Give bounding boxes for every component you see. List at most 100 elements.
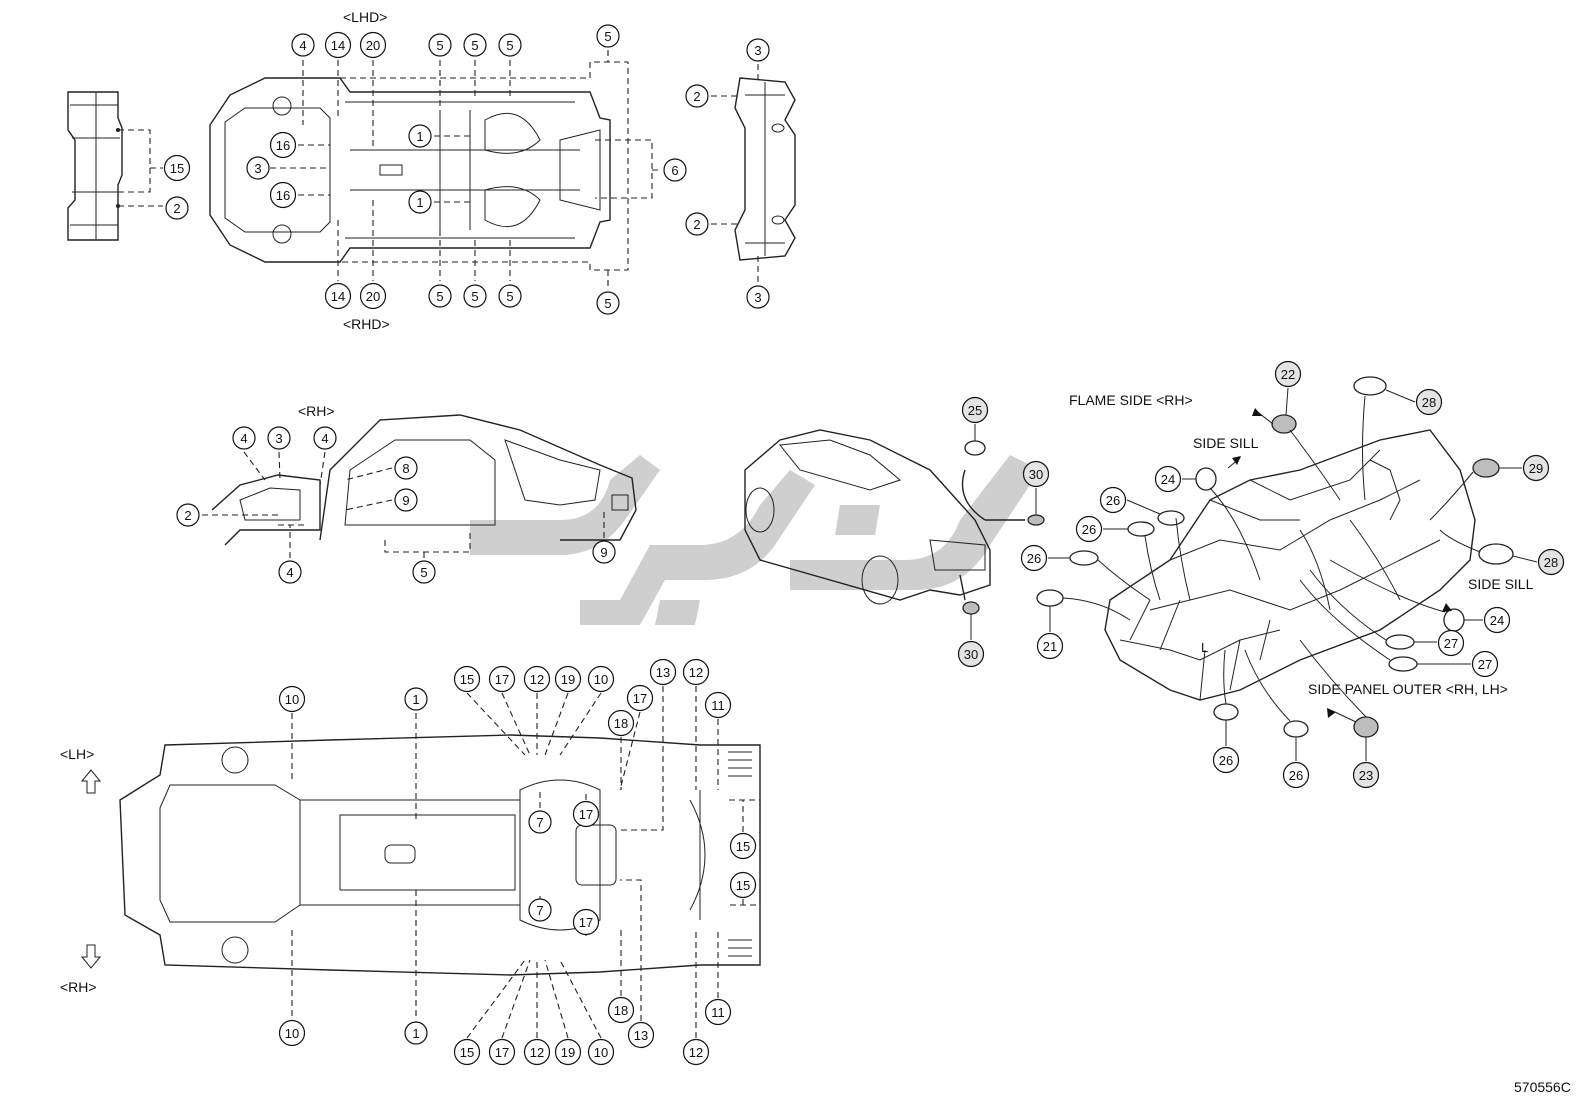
drawing-code: 570556C [1514, 1079, 1571, 1095]
marker-number: 3 [754, 290, 761, 305]
marker-circle [453, 1038, 481, 1066]
marker-circle [596, 291, 620, 315]
callout-side-sill-upper: SIDE SILL [1193, 435, 1259, 451]
marker-number: 18 [614, 1003, 628, 1018]
marker-circle [1036, 632, 1064, 660]
marker-number: 1 [416, 129, 423, 144]
part-marker-19: 19 [554, 1038, 582, 1066]
plug-24-upper [1195, 467, 1217, 491]
plug-28-lower [1478, 543, 1514, 565]
part-marker-20: 20 [359, 31, 387, 59]
plug-28-upper [1353, 376, 1387, 396]
marker-number: 10 [285, 692, 299, 707]
part-marker-5: 5 [428, 284, 452, 308]
plug-26-c [1069, 550, 1099, 566]
part-marker-3: 3 [746, 285, 770, 309]
marker-number: 22 [1281, 367, 1295, 382]
marker-number: 10 [594, 672, 608, 687]
part-marker-10: 10 [278, 1019, 306, 1047]
part-marker-5: 5 [596, 291, 620, 315]
label-rh-side: <RH> [298, 403, 335, 419]
marker-number: 23 [1359, 768, 1373, 783]
marker-number: 6 [671, 163, 678, 178]
marker-number: 5 [506, 289, 513, 304]
part-marker-17: 17 [488, 1038, 516, 1066]
marker-number: 30 [964, 647, 978, 662]
callout-side-sill-lower: SIDE SILL [1468, 576, 1534, 592]
marker-number: 5 [604, 29, 611, 44]
plug-30-upper [1027, 514, 1045, 526]
marker-number: 25 [968, 403, 982, 418]
plug-24-lower [1443, 608, 1465, 632]
part-marker-26: 26 [1020, 544, 1048, 572]
marker-circle [428, 284, 452, 308]
marker-circle [682, 1038, 710, 1066]
marker-circle [663, 158, 687, 182]
marker-number: 1 [416, 195, 423, 210]
marker-number: 26 [1106, 493, 1120, 508]
part-marker-29: 29 [1522, 454, 1550, 482]
part-marker-23: 23 [1352, 761, 1380, 789]
marker-number: 12 [530, 672, 544, 687]
part-marker-1: 1 [408, 190, 432, 214]
marker-number: 13 [656, 665, 670, 680]
marker-circle [957, 640, 985, 668]
marker-number: 12 [689, 1045, 703, 1060]
marker-circle [587, 1038, 615, 1066]
marker-number: 11 [711, 698, 725, 713]
part-marker-5: 5 [428, 33, 452, 57]
marker-circle [528, 898, 552, 922]
part-marker-5: 5 [498, 284, 522, 308]
marker-number: 26 [1082, 522, 1096, 537]
part-marker-2: 2 [176, 503, 200, 527]
callout-flame-side-rh: FLAME SIDE <RH> [1069, 392, 1193, 408]
marker-number: 2 [184, 508, 191, 523]
marker-circle [587, 665, 615, 693]
part-marker-4: 4 [232, 426, 256, 450]
marker-circle [498, 33, 522, 57]
marker-circle [1471, 650, 1499, 678]
marker-circle [729, 871, 757, 899]
marker-number: 5 [506, 38, 513, 53]
part-marker-10: 10 [587, 665, 615, 693]
part-marker-24: 24 [1154, 465, 1182, 493]
marker-circle [428, 33, 452, 57]
marker-number: 28 [1422, 395, 1436, 410]
marker-circle [165, 196, 189, 220]
marker-circle [488, 665, 516, 693]
part-marker-22: 22 [1274, 360, 1302, 388]
marker-number: 12 [530, 1045, 544, 1060]
body-shell-3d [1104, 429, 1476, 701]
marker-circle [523, 665, 551, 693]
text-labels: <LHD> <RHD> <RH> <LH> <RH> FLAME SIDE <R… [60, 9, 1571, 1095]
part-marker-10: 10 [587, 1038, 615, 1066]
plug-26-e [1283, 720, 1309, 738]
part-marker-5: 5 [596, 24, 620, 48]
part-marker-7: 7 [528, 810, 552, 834]
part-marker-28: 28 [1415, 388, 1443, 416]
plug-27-a [1385, 634, 1415, 650]
marker-circle [1437, 629, 1465, 657]
marker-circle [1274, 360, 1302, 388]
marker-number: 15 [736, 839, 750, 854]
part-marker-10: 10 [278, 685, 306, 713]
callout-l-mark: L [1201, 640, 1208, 655]
marker-circle [394, 456, 418, 480]
part-marker-28: 28 [1537, 548, 1565, 576]
marker-circle [554, 665, 582, 693]
marker-number: 4 [299, 38, 306, 53]
part-marker-13: 13 [627, 1021, 655, 1049]
marker-circle [463, 33, 487, 57]
marker-circle [488, 1038, 516, 1066]
marker-number: 28 [1544, 555, 1558, 570]
part-marker-3: 3 [267, 426, 291, 450]
part-marker-13: 13 [649, 658, 677, 686]
part-marker-15: 15 [453, 665, 481, 693]
part-marker-7: 7 [528, 898, 552, 922]
marker-circle [626, 684, 654, 712]
marker-circle [176, 503, 200, 527]
part-marker-12: 12 [523, 665, 551, 693]
part-marker-12: 12 [523, 1038, 551, 1066]
part-marker-3: 3 [246, 156, 270, 180]
